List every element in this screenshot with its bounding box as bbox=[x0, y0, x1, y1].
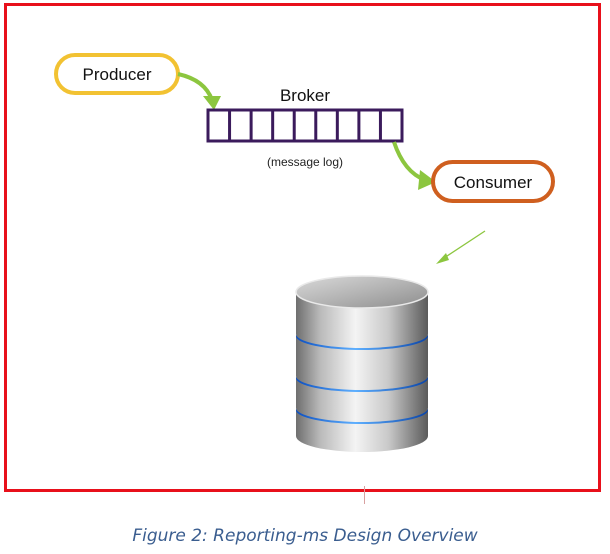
diagram-frame bbox=[4, 3, 601, 492]
producer-label: Producer bbox=[83, 65, 152, 84]
producer-node: Producer bbox=[54, 53, 180, 95]
consumer-label: Consumer bbox=[454, 173, 533, 192]
figure-caption: Figure 2: Reporting-ms Design Overview bbox=[132, 526, 478, 546]
frame-tick-mark bbox=[364, 486, 365, 504]
consumer-node: Consumer bbox=[431, 160, 555, 203]
broker-label: Broker bbox=[280, 86, 330, 105]
broker-message-log bbox=[206, 108, 404, 143]
arrow-broker-to-consumer bbox=[392, 141, 436, 190]
database-icon bbox=[295, 275, 429, 452]
arrow-consumer-to-database bbox=[436, 230, 486, 264]
message-log-label: (message log) bbox=[267, 155, 343, 169]
arrow-producer-to-broker bbox=[177, 72, 221, 110]
